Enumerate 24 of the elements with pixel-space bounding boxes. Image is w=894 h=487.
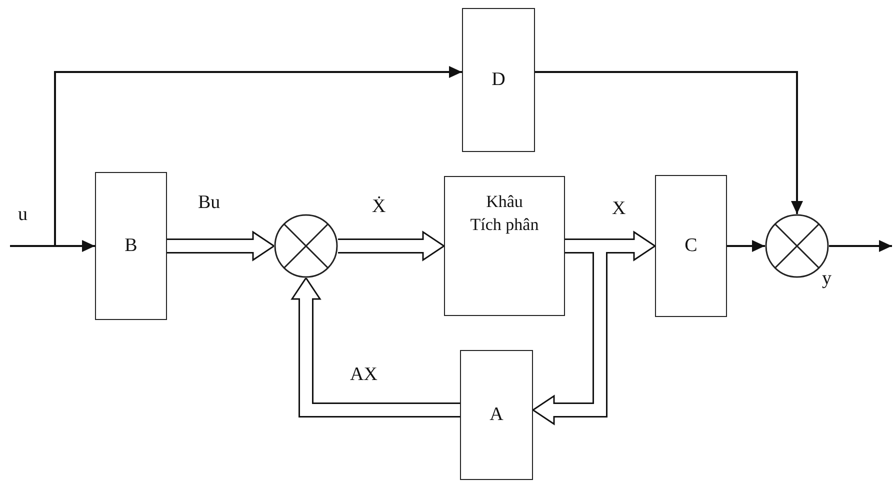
block-label: A <box>490 403 504 428</box>
arrow <box>54 66 462 246</box>
block-label: B <box>124 234 138 258</box>
edge-label: AX <box>350 364 378 386</box>
edge-label: y <box>822 268 832 290</box>
signal-arrow <box>167 231 275 261</box>
block-label: Khâu Tích phân <box>470 191 540 236</box>
signal-arrow <box>338 231 445 261</box>
block <box>460 350 533 480</box>
block-label: D <box>492 68 506 92</box>
block <box>95 172 167 320</box>
edge-label: Bu <box>198 192 220 214</box>
arrow <box>829 240 892 252</box>
block-label: C <box>684 234 698 258</box>
signal-arrow <box>291 277 460 418</box>
edge-label: Ẋ <box>372 196 386 218</box>
edge-label: u <box>18 204 28 226</box>
block <box>462 8 535 152</box>
arrow <box>10 240 95 252</box>
block <box>655 175 727 317</box>
block <box>444 176 565 316</box>
edge-label: X <box>612 198 626 220</box>
arrow <box>727 240 765 252</box>
arrow <box>535 71 803 214</box>
